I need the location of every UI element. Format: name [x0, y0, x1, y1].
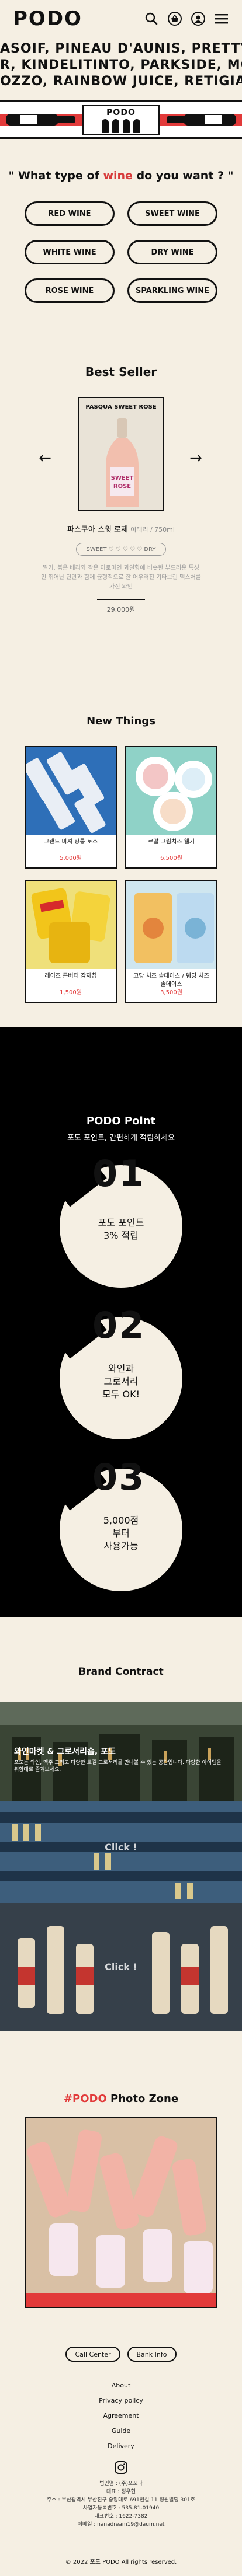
store-caption: 와인마켓 & 그로서리숍, 포도 포도는 와인, 맥주 그리고 다양한 로컬 그…	[14, 1747, 222, 1773]
best-seller-description: 딸기, 붉은 베리와 같은 아로마인 과일향에 비슷한 부드러운 특성인 뛰어난…	[41, 565, 201, 590]
user-icon[interactable]	[191, 11, 206, 26]
brand-contract-title: Brand Contract	[78, 1666, 164, 1678]
product-card[interactable]: 크랜드 마셔 탕롱 토스 5,000원	[25, 746, 117, 869]
marquee-line: OZZO, RAINBOW JUICE, RETIGIA, UNICOZELO	[0, 74, 242, 89]
product-price: 1,500원	[60, 989, 82, 996]
divider	[97, 599, 145, 600]
product-name: 크랜드 마셔 탕롱 토스	[43, 839, 98, 845]
search-icon[interactable]	[144, 11, 159, 26]
header-icons	[144, 11, 229, 26]
product-image	[126, 747, 216, 835]
taste-indicator: SWEET ♡ ♡ ♡ ♡ ♡ DRY	[76, 543, 166, 556]
store-photo[interactable]	[0, 1801, 242, 1903]
product-card[interactable]: 레이즈 콘버터 감자칩 1,500원	[25, 880, 117, 1003]
instagram-icon[interactable]	[115, 2461, 127, 2474]
rose-bottle-image: SWEET ROSE	[106, 418, 139, 507]
new-things-grid: 크랜드 마셔 탕롱 토스 5,000원 르말 크림치즈 웰기 6,500원 레이…	[25, 746, 217, 1003]
footer-buttons: Call Center Bank Info	[0, 2347, 242, 2362]
product-price: 3,500원	[160, 989, 182, 996]
red-wine-button[interactable]: RED WINE	[25, 201, 115, 226]
product-name: 르말 크림치즈 웰기	[148, 839, 195, 845]
call-center-button[interactable]: Call Center	[65, 2347, 120, 2362]
white-wine-button[interactable]: WHITE WINE	[25, 240, 115, 264]
prev-arrow-icon[interactable]: ←	[39, 449, 51, 467]
product-name: 고당 치즈 솔데이스 / 웨딩 치즈 솔데이스	[133, 973, 209, 988]
bottle-left-icon	[6, 114, 75, 126]
product-price: 6,500원	[160, 855, 182, 862]
dry-wine-button[interactable]: DRY WINE	[127, 240, 217, 264]
store-photo[interactable]	[0, 1903, 242, 2031]
logo[interactable]: PODO	[13, 7, 82, 30]
best-seller-price: 29,000원	[106, 606, 136, 614]
point-number: 03	[92, 1456, 146, 1498]
sparkling-wine-button[interactable]: SPARKLING WINE	[127, 278, 217, 303]
hero-banner: PODO	[0, 100, 242, 139]
best-seller-card[interactable]: PASQUA SWEET ROSE SWEET ROSE	[78, 397, 164, 511]
footer: Call Center Bank Info About Privacy poli…	[0, 2331, 242, 2576]
brand-marquee: ASOIF, PINEAU D'AUNIS, PRETTYBOY, FUZZ R…	[0, 41, 242, 97]
copyright: © 2022 포도 PODO All rights reserved.	[65, 2559, 177, 2565]
product-image	[26, 881, 116, 969]
wine-type-grid: RED WINE SWEET WINE WHITE WINE DRY WINE …	[25, 201, 217, 303]
rose-wine-button[interactable]: ROSE WINE	[25, 278, 115, 303]
hero-logo-box: PODO	[82, 105, 160, 135]
bottle-right-icon	[167, 114, 236, 126]
footer-link-delivery[interactable]: Delivery	[108, 2442, 134, 2450]
hero-figures	[102, 118, 140, 133]
product-image	[26, 747, 116, 835]
product-card[interactable]: 르말 크림치즈 웰기 6,500원	[125, 746, 217, 869]
point-title: PODO Point	[86, 1115, 156, 1127]
product-price: 5,000원	[60, 855, 82, 862]
product-image	[126, 881, 216, 969]
new-things-title: New Things	[87, 715, 155, 727]
card-label: PASQUA SWEET ROSE	[85, 404, 157, 410]
footer-link-agreement[interactable]: Agreement	[103, 2412, 139, 2420]
product-card[interactable]: 고당 치즈 솔데이스 / 웨딩 치즈 솔데이스 3,500원	[125, 880, 217, 1003]
next-arrow-icon[interactable]: →	[189, 449, 202, 467]
footer-links: About Privacy policy Agreement Guide Del…	[0, 2378, 242, 2454]
svg-text:ROSE: ROSE	[113, 483, 131, 490]
marquee-line: ASOIF, PINEAU D'AUNIS, PRETTYBOY, FUZZ	[0, 41, 242, 56]
photo-zone-image[interactable]	[25, 2117, 217, 2308]
header: PODO	[0, 0, 242, 37]
wine-type-title: " What type of wine do you want ? "	[8, 169, 234, 182]
product-name: 레이즈 콘버터 감자칩	[44, 973, 97, 979]
best-seller-title: Best Seller	[85, 365, 157, 379]
marquee-line: R, KINDELITINTO, PARKSIDE, MOUNTAINSIDE	[0, 58, 242, 72]
best-seller-name: 파스쿠아 스윗 로제 이태리 / 750ml	[67, 525, 175, 534]
photo-zone-title: #PODO Photo Zone	[63, 2093, 179, 2105]
bank-info-button[interactable]: Bank Info	[127, 2347, 177, 2362]
footer-link-privacy[interactable]: Privacy policy	[99, 2397, 143, 2404]
company-info: 법인명 : (주)포포파 대표 : 정우현 주소 : 부산광역시 부산진구 중앙…	[47, 2481, 195, 2528]
point-subtitle: 포도 포인트, 간편하게 적립하세요	[67, 1134, 175, 1142]
point-number: 02	[92, 1304, 146, 1347]
click-label[interactable]: Click !	[105, 1842, 137, 1853]
footer-link-guide[interactable]: Guide	[111, 2427, 131, 2435]
svg-text:SWEET: SWEET	[111, 475, 134, 482]
click-label[interactable]: Click !	[105, 1961, 137, 1972]
menu-icon[interactable]	[214, 11, 229, 26]
footer-link-about[interactable]: About	[111, 2382, 131, 2389]
basket-icon[interactable]	[167, 11, 182, 26]
sweet-wine-button[interactable]: SWEET WINE	[127, 201, 217, 226]
hero-logo: PODO	[106, 107, 136, 117]
store-photo[interactable]	[0, 1702, 242, 1801]
point-number: 01	[92, 1152, 146, 1195]
